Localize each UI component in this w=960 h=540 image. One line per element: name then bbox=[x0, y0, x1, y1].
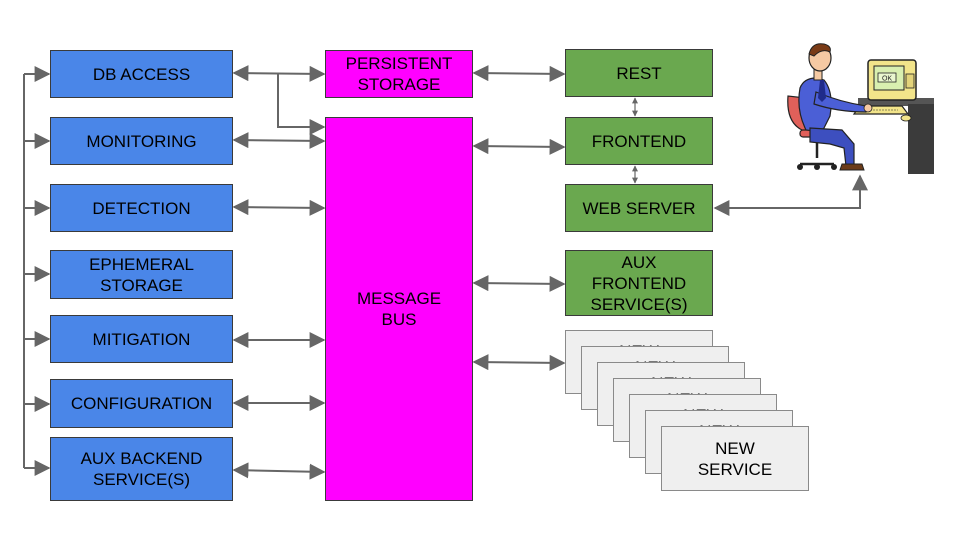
db-access-box: DB ACCESS bbox=[50, 50, 233, 98]
persistent-storage-to-rest bbox=[472, 65, 566, 82]
user-at-computer-illustration: OK bbox=[787, 43, 934, 174]
db-access-label: DB ACCESS bbox=[92, 64, 191, 84]
aux-frontend-box: AUX FRONTEND SERVICE(S) bbox=[565, 250, 713, 316]
monitor-ok-text: OK bbox=[882, 76, 892, 83]
frontend-box: FRONTEND bbox=[565, 117, 713, 165]
detection-to-message-bus bbox=[232, 199, 326, 216]
message-bus-to-aux-frontend bbox=[472, 275, 566, 292]
ephemeral-storage-label: EPHEMERAL STORAGE bbox=[89, 254, 194, 295]
monitoring-label: MONITORING bbox=[86, 131, 197, 151]
computer-icon: OK bbox=[852, 59, 917, 122]
message-bus-to-new-service bbox=[472, 354, 566, 371]
persistent-storage-label: PERSISTENT STORAGE bbox=[345, 54, 453, 94]
monitoring-box: MONITORING bbox=[50, 117, 233, 165]
detection-box: DETECTION bbox=[50, 184, 233, 232]
aux-backend-box: AUX BACKEND SERVICE(S) bbox=[50, 437, 233, 501]
aux-frontend-label: AUX FRONTEND SERVICE(S) bbox=[590, 252, 688, 314]
rest-box: REST bbox=[565, 49, 713, 97]
desk-icon bbox=[858, 98, 934, 174]
message-bus-to-frontend bbox=[472, 138, 566, 155]
frontend-label: FRONTEND bbox=[591, 131, 687, 151]
message-bus-label: MESSAGE BUS bbox=[356, 289, 442, 329]
configuration-box: CONFIGURATION bbox=[50, 379, 233, 428]
persistent-storage-box: PERSISTENT STORAGE bbox=[325, 50, 473, 98]
message-bus-box: MESSAGE BUS bbox=[325, 117, 473, 501]
ephemeral-storage-box: EPHEMERAL STORAGE bbox=[50, 250, 233, 299]
aux-backend-to-message-bus bbox=[232, 462, 326, 480]
detection-label: DETECTION bbox=[92, 198, 191, 218]
person-icon bbox=[798, 43, 873, 171]
mitigation-label: MITIGATION bbox=[92, 329, 191, 349]
web-server-box: WEB SERVER bbox=[565, 184, 713, 232]
new-service-label: NEW SERVICE bbox=[697, 438, 773, 479]
web-server-label: WEB SERVER bbox=[582, 198, 696, 218]
rest-label: REST bbox=[616, 63, 662, 83]
aux-backend-label: AUX BACKEND SERVICE(S) bbox=[80, 449, 203, 489]
new-service-card-front: NEW SERVICE bbox=[661, 426, 809, 491]
mitigation-box: MITIGATION bbox=[50, 315, 233, 363]
monitoring-to-message-bus bbox=[232, 132, 326, 149]
db-access-to-message-bus bbox=[277, 73, 326, 135]
configuration-label: CONFIGURATION bbox=[70, 394, 213, 413]
web-server-to-user bbox=[713, 174, 868, 216]
